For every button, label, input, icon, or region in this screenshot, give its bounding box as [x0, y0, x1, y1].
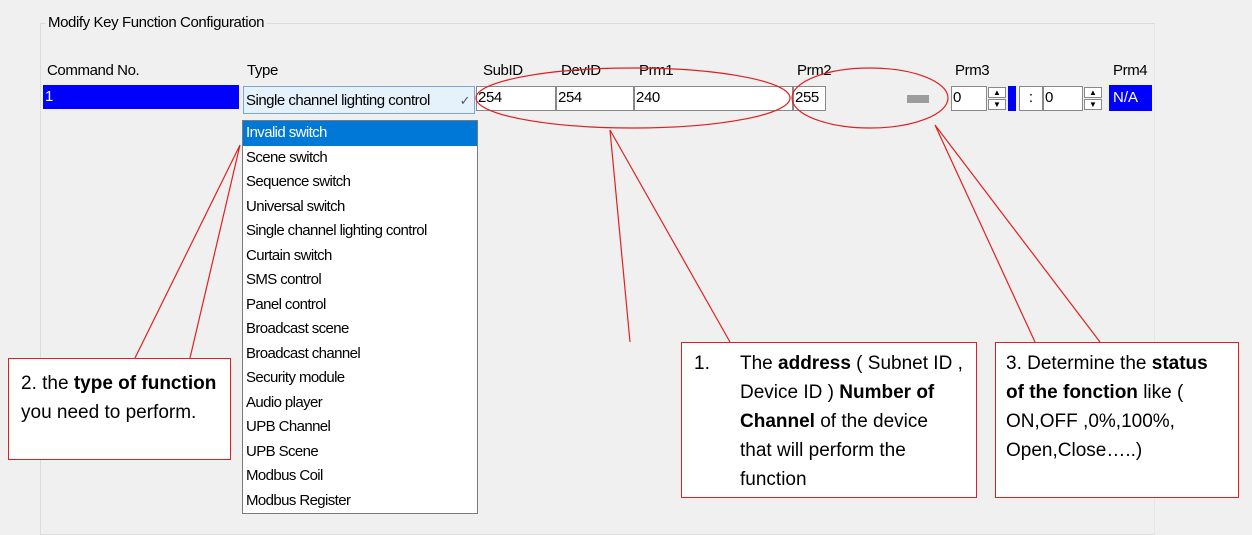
- dropdown-option[interactable]: UPB Scene: [246, 442, 319, 460]
- prm3-hour-down-icon[interactable]: ▼: [988, 99, 1006, 110]
- command-no-cell[interactable]: 1: [43, 85, 239, 109]
- dropdown-option[interactable]: Invalid switch: [243, 121, 477, 146]
- group-title: Modify Key Function Configuration: [46, 14, 267, 31]
- header-prm2[interactable]: Prm2: [797, 62, 832, 79]
- prm3-hour-up-icon[interactable]: ▲: [988, 87, 1006, 98]
- header-prm3[interactable]: Prm3: [955, 62, 990, 79]
- callout-status-post: like ( ON,OFF ,0%,100%, Open,Close…..): [1006, 382, 1184, 461]
- header-prm4[interactable]: Prm4: [1113, 62, 1148, 79]
- prm3-minute-down-icon[interactable]: ▼: [1084, 99, 1102, 110]
- dropdown-option[interactable]: Universal switch: [246, 197, 345, 215]
- callout-address: 1. The address ( Subnet ID , Device ID )…: [681, 342, 977, 498]
- dropdown-option[interactable]: Curtain switch: [246, 246, 332, 264]
- callout-type: 2. the type of function you need to perf…: [8, 358, 231, 460]
- callout-address-pre: The: [740, 353, 779, 374]
- prm4-cell[interactable]: N/A: [1109, 85, 1152, 111]
- dropdown-option[interactable]: Sequence switch: [246, 173, 351, 190]
- type-dropdown-list[interactable]: Invalid switch Scene switch Sequence swi…: [242, 120, 478, 514]
- prm3-minute-input[interactable]: 0: [1043, 86, 1083, 111]
- dropdown-option[interactable]: Scene switch: [246, 148, 328, 166]
- callout-address-number: 1.: [694, 353, 710, 374]
- devid-input[interactable]: 254: [556, 86, 634, 111]
- header-devid[interactable]: DevID: [561, 62, 601, 79]
- callout-address-bold1: address: [778, 353, 851, 374]
- dropdown-option[interactable]: Audio player: [246, 393, 323, 411]
- prm3-hour-input[interactable]: 0: [951, 86, 987, 111]
- type-combobox-value: Single channel lighting control: [246, 92, 430, 109]
- callout-type-post: you need to perform.: [21, 402, 197, 423]
- prm2-input[interactable]: 255: [793, 86, 826, 111]
- prm1-input[interactable]: 240: [634, 86, 793, 111]
- header-subid[interactable]: SubID: [483, 62, 523, 79]
- callout-type-bold: type of function: [73, 373, 217, 394]
- prm2-slider-handle[interactable]: [907, 95, 929, 103]
- dropdown-option[interactable]: Panel control: [246, 295, 326, 313]
- dropdown-option[interactable]: SMS control: [246, 271, 322, 288]
- dropdown-option[interactable]: Modbus Coil: [246, 467, 323, 484]
- subid-input[interactable]: 254: [476, 86, 556, 111]
- header-command-no[interactable]: Command No.: [47, 62, 140, 79]
- callout-status: 3. Determine the status of the fonction …: [995, 342, 1239, 498]
- dropdown-option[interactable]: Broadcast scene: [246, 320, 349, 337]
- callout-status-bold: status of the fonction: [1006, 353, 1208, 403]
- header-prm1[interactable]: Prm1: [639, 62, 674, 79]
- dropdown-option[interactable]: Modbus Register: [246, 491, 351, 509]
- callout-status-pre: 3. Determine the: [1006, 353, 1152, 374]
- prm3-separator-bar: [1008, 86, 1016, 111]
- dropdown-option[interactable]: UPB Channel: [246, 418, 331, 435]
- prm3-minute-up-icon[interactable]: ▲: [1084, 87, 1102, 98]
- callout-address-mid: ( Subnet ID , Device ID ): [740, 353, 963, 403]
- header-type[interactable]: Type: [247, 62, 278, 79]
- dropdown-option[interactable]: Security module: [246, 369, 345, 386]
- chevron-down-icon[interactable]: ✓: [459, 93, 471, 108]
- callout-address-post: of the device that will perform the func…: [740, 411, 928, 490]
- prm3-separator: :: [1019, 86, 1043, 111]
- callout-address-bold2: Number of Channel: [740, 382, 935, 432]
- dropdown-option[interactable]: Single channel lighting control: [246, 222, 427, 239]
- type-combobox[interactable]: Single channel lighting control ✓: [243, 86, 475, 114]
- callout-type-pre: 2. the: [21, 373, 74, 394]
- dropdown-option[interactable]: Broadcast channel: [246, 344, 361, 362]
